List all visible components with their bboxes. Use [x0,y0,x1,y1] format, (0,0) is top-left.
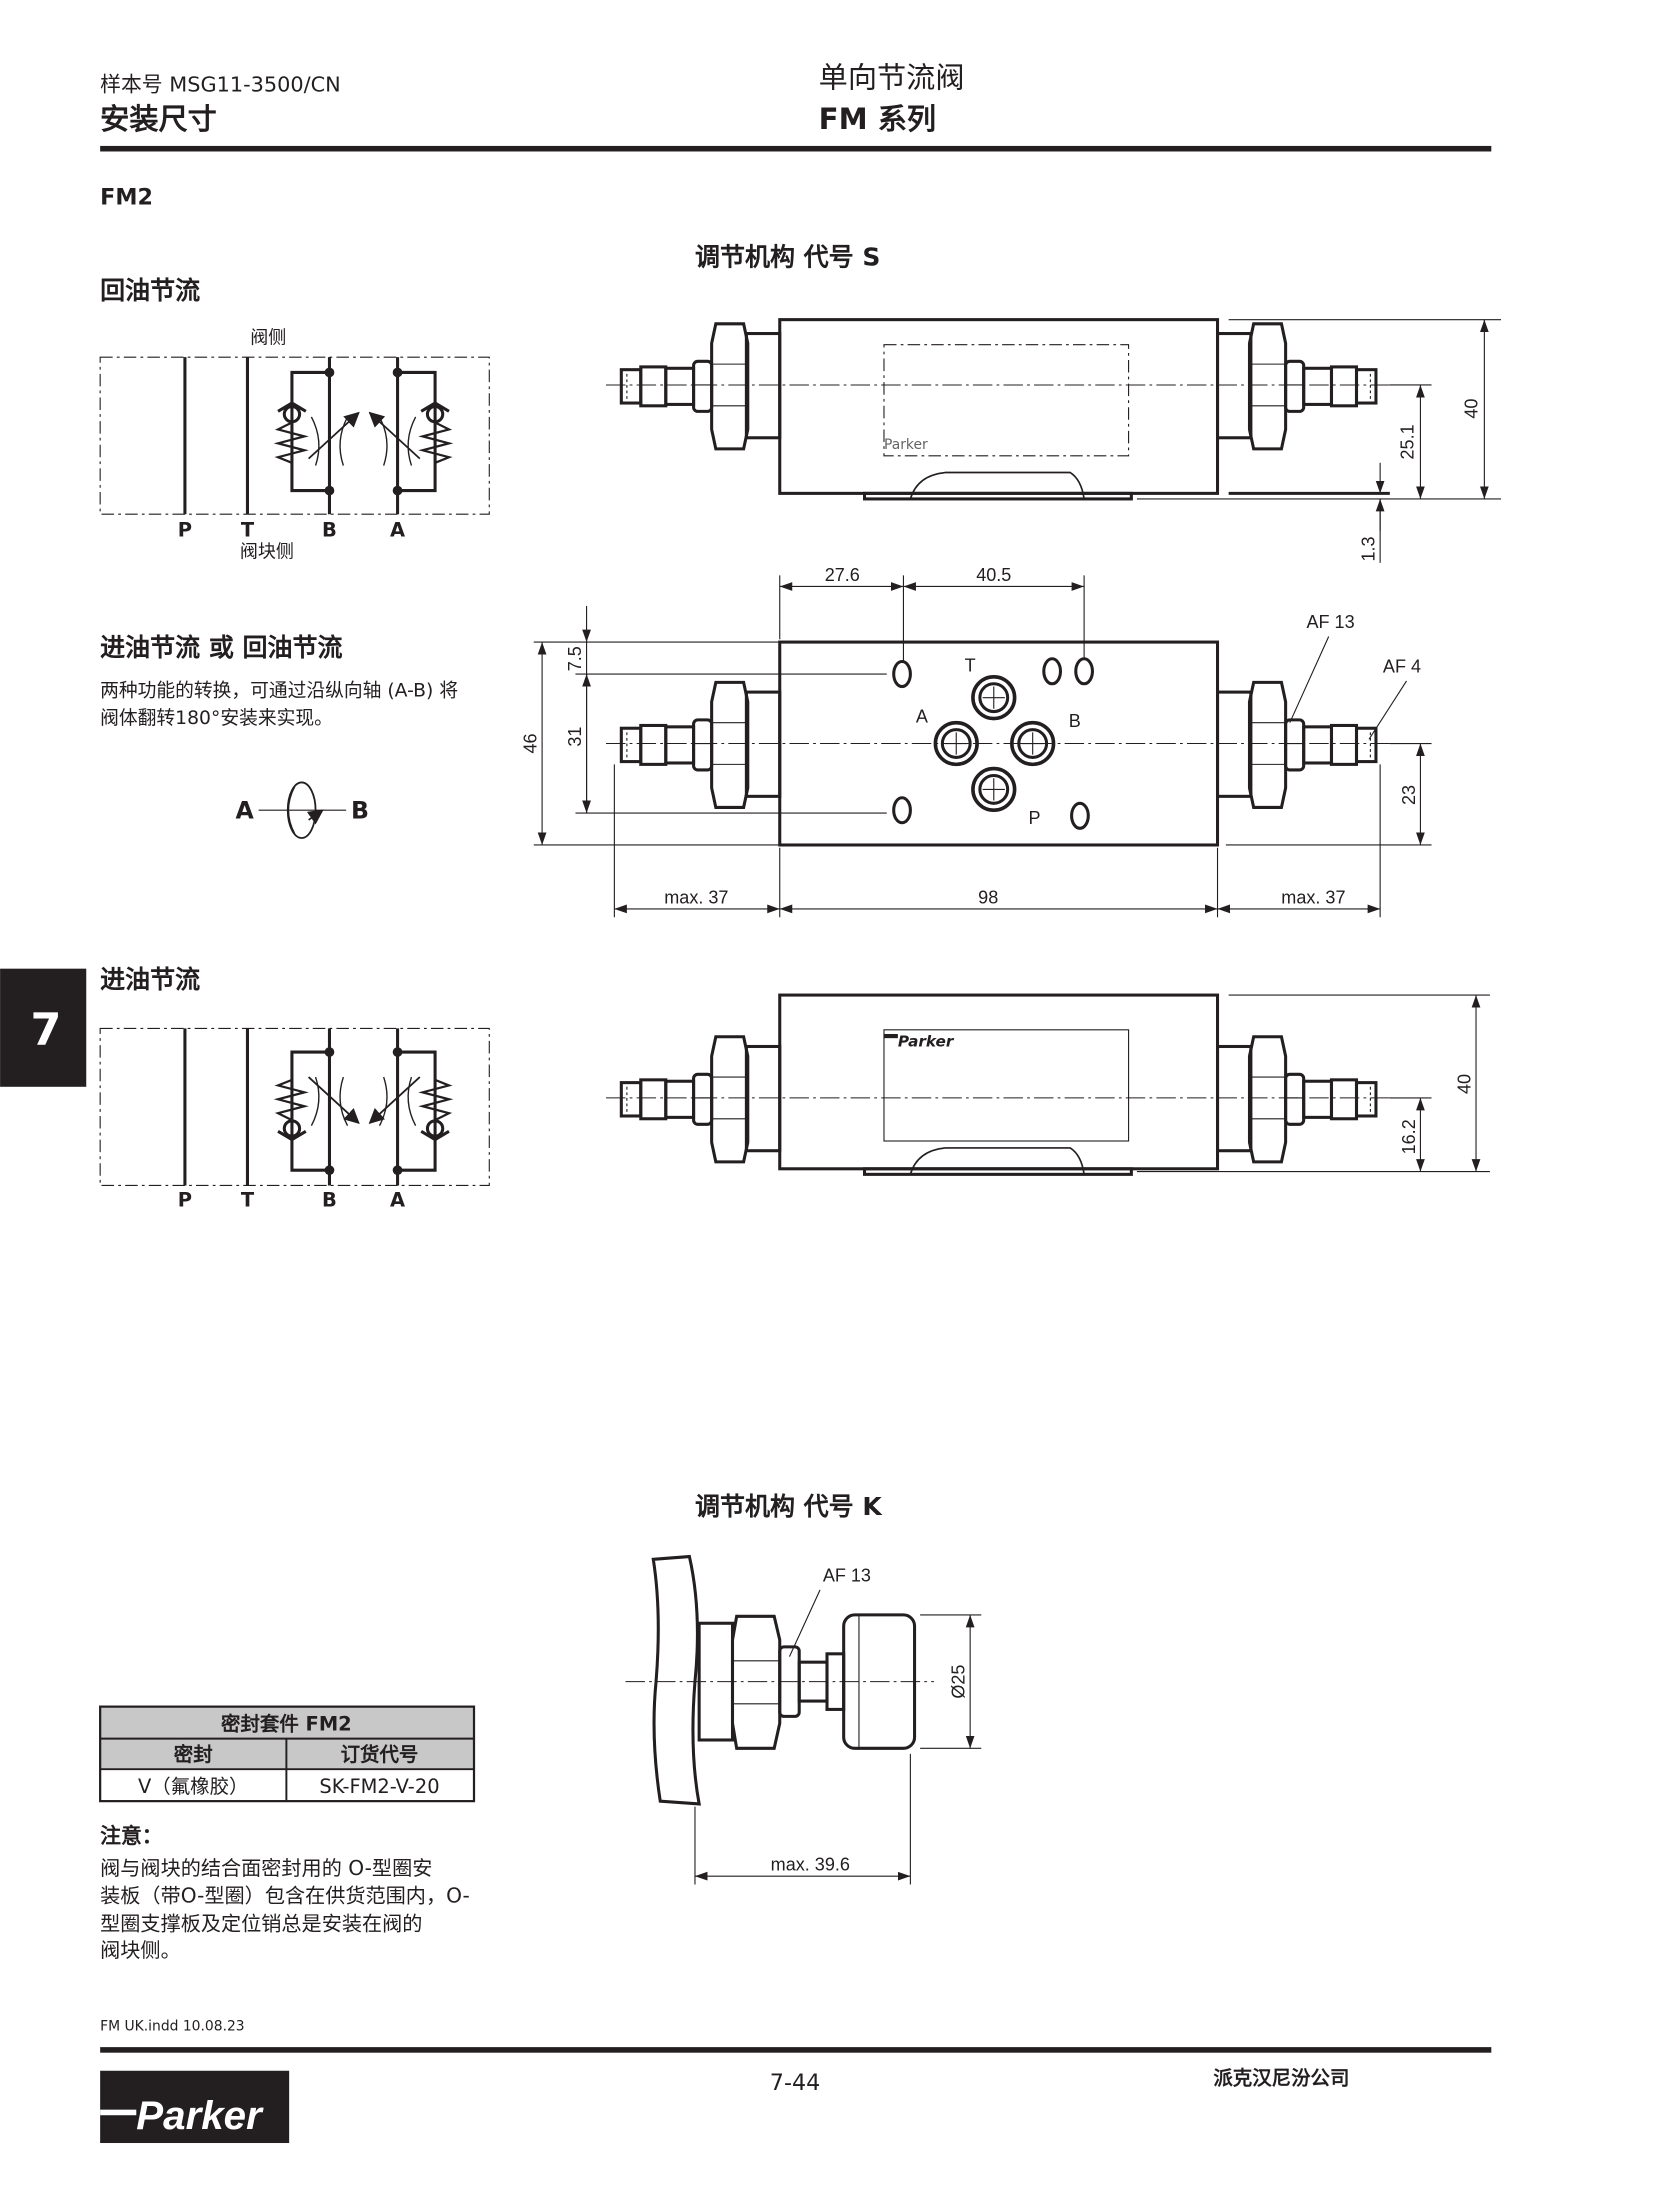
product-title: 单向节流阀 [819,61,965,95]
chapter-tab: 7 [0,968,87,1087]
dim-axis: 25.1 [1397,424,1417,459]
side-view-s: Parker 40 25.1 1.3 [606,318,1502,563]
switch-desc-line: 阀体翻转180°安装来实现。 [100,707,333,729]
label-t: T [965,655,976,675]
svg-text:7: 7 [30,1005,61,1056]
model-label: FM2 [100,184,153,210]
note-line: 阀与阀块的结合面密封用的 O-型圈安 [100,1856,432,1880]
dim-height: 40 [1461,399,1481,419]
meter-in-title: 进油节流 [100,965,200,994]
port-b: B [322,1188,337,1211]
dim-right-max: max. 37 [1281,887,1345,907]
dim-height: 40 [1454,1074,1474,1094]
port-b: B [322,518,337,541]
front-view-s: T A B P 27.6 40.5 7.5 31 46 23 AF 13 AF … [521,565,1432,918]
schematic-meter-out: 阀侧 P T B A 阀块侧 [99,327,490,562]
label-b: B [1069,711,1081,731]
drawing-s-title: 调节机构 代号 S [695,242,880,271]
valve-side-label: 阀侧 [250,327,286,348]
parker-logo-text: Parker [898,1032,955,1050]
port-a: A [390,1188,405,1211]
seal-kit-table: 密封套件 FM2 密封 订货代号 V（氟橡胶） SK-FM2-V-20 [99,1705,476,1803]
dim-23: 23 [1399,785,1419,805]
schematic-meter-in: P T B A [99,1027,490,1211]
dim-98: 98 [978,887,998,907]
table-cell: V（氟橡胶） [138,1775,249,1798]
rotate-a-b-symbol: A B [236,781,369,839]
page-number: 7-44 [770,2070,820,2096]
meter-out-title: 回油节流 [100,276,200,305]
switch-title: 进油节流 或 回油节流 [100,633,342,662]
section-title: 安装尺寸 [100,102,217,136]
svg-text:A: A [236,797,255,825]
table-header: 密封 [174,1743,213,1766]
logo-text-faint: Parker [884,437,928,453]
port-p-hole [971,766,1017,813]
side-view-bottom: Parker 40 16.2 [606,993,1490,1176]
header-rule [100,145,1492,152]
dim-length: max. 39.6 [771,1855,850,1875]
dim-plate: 1.3 [1359,536,1379,561]
port-t: T [241,1188,255,1211]
port-p: P [178,518,192,541]
label-af13: AF 13 [823,1566,871,1586]
dim-left-max: max. 37 [664,887,728,907]
knob-view-k: AF 13 Ø25 max. 39.6 [625,1554,982,1885]
port-a: A [390,518,405,541]
dim-axis: 16.2 [1399,1119,1419,1154]
note-title: 注意： [100,1824,162,1848]
file-info: FM UK.indd 10.08.23 [100,2018,245,2034]
dim-40-5: 40.5 [976,565,1011,585]
label-p: P [1029,808,1041,828]
port-t: T [241,518,255,541]
dim-7-5: 7.5 [565,646,585,671]
table-cell: SK-FM2-V-20 [319,1775,439,1798]
port-t-hole [971,675,1017,721]
block-side-label: 阀块侧 [240,541,294,562]
dim-27-6: 27.6 [825,565,860,585]
catalog-number: 样本号 MSG11-3500/CN [100,73,341,97]
svg-text:B: B [351,797,369,825]
dim-31: 31 [565,727,585,747]
table-title: 密封套件 FM2 [221,1712,352,1735]
label-af13: AF 13 [1306,612,1354,632]
port-b-hole [1010,720,1056,767]
drawing-k-title: 调节机构 代号 K [695,1492,883,1521]
port-p: P [178,1188,192,1211]
label-af4: AF 4 [1383,657,1421,677]
note-line: 型圈支撑板及定位销总是安装在阀的 [100,1911,422,1935]
dim-46: 46 [521,733,541,753]
series-title: FM 系列 [819,102,936,136]
port-a-hole [933,720,979,767]
footer-rule [100,2047,1492,2053]
label-a: A [916,707,928,727]
dim-diameter: Ø25 [949,1665,969,1699]
company-name: 派克汉尼汾公司 [1213,2067,1349,2090]
note-line: 阀块侧。 [100,1938,181,1962]
svg-text:Parker: Parker [136,2093,264,2138]
parker-logo: Parker [100,2070,290,2144]
note-line: 装板（带O-型圈）包含在供货范围内，O- [100,1884,470,1908]
switch-desc-line: 两种功能的转换，可通过沿纵向轴 (A-B) 将 [100,679,458,701]
table-header: 订货代号 [341,1743,419,1766]
